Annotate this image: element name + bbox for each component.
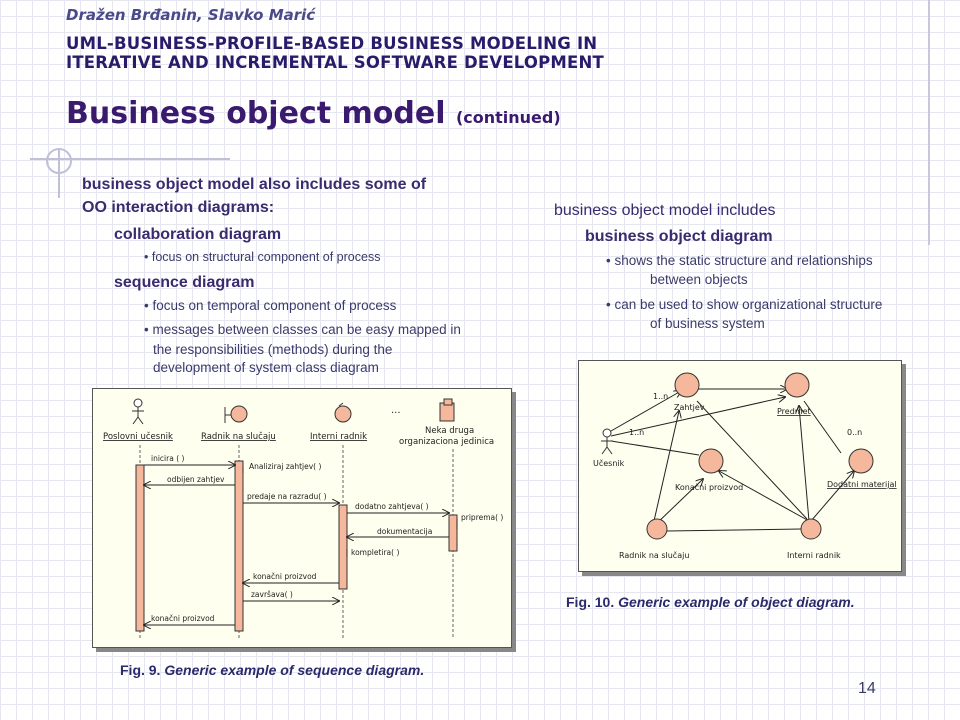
paper-title: UML-BUSINESS-PROFILE-BASED BUSINESS MODE…: [66, 34, 706, 72]
actor-icon: [601, 428, 613, 455]
object-diagram: Zahtjev Predmet Konačni proizvod Dodatni…: [593, 372, 897, 560]
left-item2-bullet2-line2: the responsibilities (methods) during th…: [153, 342, 393, 357]
worker-icon: [224, 405, 248, 423]
message-label: završava( ): [251, 590, 293, 599]
internal-worker-icon: [334, 402, 352, 423]
activation-bars: [135, 460, 458, 632]
fig10-caption: Fig. 10. Generic example of object diagr…: [566, 594, 855, 610]
fig9-text: Generic example of sequence diagram.: [164, 662, 425, 678]
left-item-sequence: sequence diagram: [114, 274, 255, 291]
page-number: 14: [858, 680, 876, 697]
fig10-text: Generic example of object diagram.: [618, 594, 855, 610]
message-label: priprema( ): [461, 513, 503, 522]
object-label: Zahtjev: [674, 403, 705, 412]
right-intro: business object model includes: [554, 202, 776, 219]
object-diagram-frame: Zahtjev Predmet Konačni proizvod Dodatni…: [578, 360, 902, 572]
message-label: kompletira( ): [351, 548, 399, 557]
message-label: inicira ( ): [151, 454, 185, 463]
lifeline-label: Radnik na slučaju: [201, 431, 276, 442]
internal-worker-icon: [800, 518, 822, 540]
vertical-rule: [928, 0, 930, 245]
sequence-diagram: ... Poslovni učesnik Radnik na slučaju I…: [103, 398, 503, 639]
object-label: Radnik na slučaju: [619, 550, 689, 560]
object-label: Učesnik: [593, 458, 625, 468]
message-label: konačni proizvod: [253, 572, 317, 581]
actor-icon: [132, 398, 144, 425]
object-label: Konačni proizvod: [675, 482, 743, 492]
organization-icon: [439, 398, 455, 422]
message-label: predaje na razradu( ): [247, 492, 327, 501]
multiplicity-label: 1..n: [629, 428, 644, 437]
paper-title-line1: UML-BUSINESS-PROFILE-BASED BUSINESS MODE…: [66, 34, 598, 53]
left-intro-line1: business object model also includes some…: [82, 176, 427, 193]
object-label: Predmet: [777, 407, 811, 416]
object-entities: [646, 372, 874, 540]
left-intro-line2: OO interaction diagrams:: [82, 199, 275, 216]
fig9-caption: Fig. 9. Generic example of sequence diag…: [120, 662, 424, 678]
entity-icon: [784, 372, 810, 398]
left-item2-bullet2-line1: messages between classes can be easy map…: [144, 322, 460, 337]
multiplicity-label: 1..n: [653, 392, 668, 401]
entity-icon: [848, 448, 874, 474]
left-item2-bullet2-line3: development of system class diagram: [153, 360, 379, 375]
multiplicity-label: 0..n: [847, 428, 862, 437]
worker-icon: [646, 518, 668, 540]
message-label: Analiziraj zahtjev( ): [249, 462, 321, 471]
entity-icon: [698, 448, 724, 474]
left-item2-bullet1: focus on temporal component of process: [144, 298, 396, 313]
lifeline-label: Poslovni učesnik: [103, 431, 173, 442]
message-label: dodatno zahtjeva( ): [355, 502, 429, 511]
left-item-collaboration: collaboration diagram: [114, 226, 282, 243]
sequence-diagram-frame: ... Poslovni učesnik Radnik na slučaju I…: [92, 388, 512, 648]
slide-title-main: Business object model: [66, 96, 446, 131]
fig10-label: Fig. 10.: [566, 594, 615, 610]
lifeline-label: Neka druga: [425, 426, 474, 436]
fig9-label: Fig. 9.: [120, 662, 161, 678]
object-links: [610, 389, 854, 532]
lifeline-label: Interni radnik: [310, 432, 367, 442]
message-label: dokumentacija: [377, 527, 432, 536]
message-label: konačni proizvod: [151, 614, 215, 623]
right-bullet2-line2: of business system: [650, 316, 765, 331]
crosshair-circle: [46, 148, 72, 174]
paper-title-line2: ITERATIVE AND INCREMENTAL SOFTWARE DEVEL…: [66, 53, 604, 72]
right-bullet1-line2: between objects: [650, 272, 748, 287]
object-label: Interni radnik: [787, 551, 841, 560]
slide-title: Business object model (continued): [66, 96, 561, 131]
message-label: odbijen zahtjev: [167, 475, 225, 484]
slide-title-suffix: (continued): [455, 108, 561, 127]
entity-icon: [674, 372, 700, 398]
lifeline-label: organizaciona jedinica: [399, 437, 494, 447]
authors: Dražen Brđanin, Slavko Marić: [66, 6, 316, 24]
crosshair-horizontal: [30, 158, 230, 160]
right-item-object-diagram: business object diagram: [585, 228, 773, 245]
messages: [144, 465, 458, 625]
right-bullet1-line1: shows the static structure and relations…: [606, 253, 872, 268]
ellipsis: ...: [391, 405, 401, 416]
left-item1-bullet: focus on structural component of process: [144, 250, 381, 264]
object-label: Dodatni materijal: [827, 480, 897, 489]
right-bullet2-line1: can be used to show organizational struc…: [606, 297, 882, 312]
